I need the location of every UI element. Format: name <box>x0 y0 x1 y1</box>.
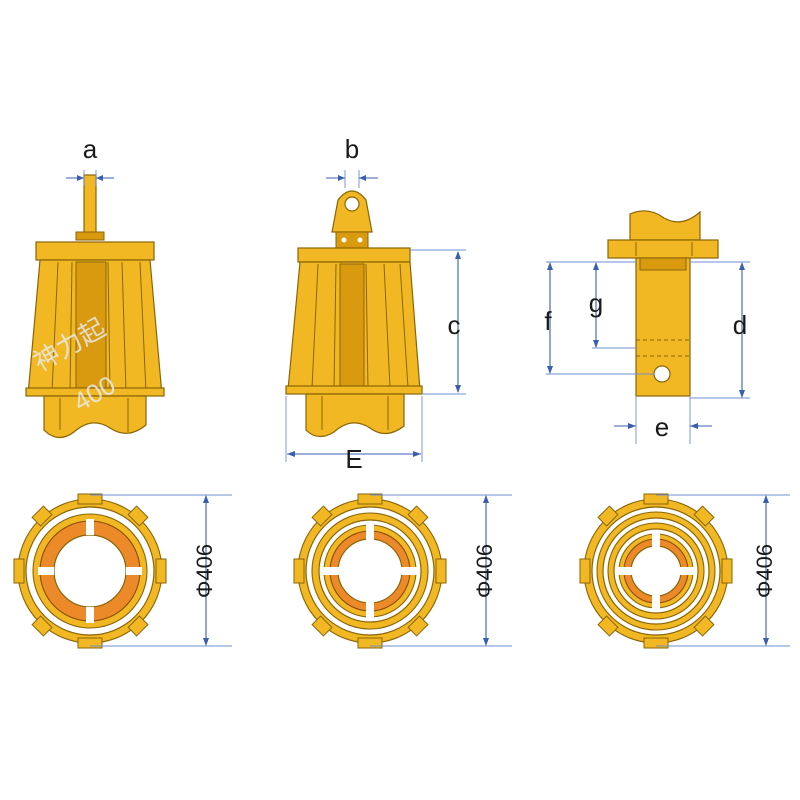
label-d: d <box>733 310 747 340</box>
top-view-2: Φ406 <box>293 493 512 649</box>
top-view-1: Φ406 <box>13 493 232 649</box>
top-cap <box>297 247 411 263</box>
pin-hole <box>653 365 671 383</box>
label-f: f <box>544 306 552 336</box>
bottom-band <box>285 385 423 395</box>
ribs <box>311 263 409 389</box>
lug-hole <box>344 196 360 212</box>
lug-base <box>335 231 369 249</box>
upper-shaft <box>629 210 701 241</box>
stem <box>305 393 405 438</box>
label-phi-2: Φ406 <box>472 544 497 598</box>
flange <box>607 239 719 259</box>
center-rib <box>339 263 365 387</box>
center-hole <box>630 545 682 597</box>
label-phi-1: Φ406 <box>192 544 217 598</box>
center-hole <box>53 534 127 608</box>
ribs <box>51 261 147 393</box>
label-g: g <box>589 288 603 318</box>
label-b: b <box>345 134 359 164</box>
pin-detail-view: d f g e <box>544 210 750 444</box>
top-view-3: Φ406 <box>579 493 790 649</box>
center-rib <box>75 261 107 393</box>
label-e: e <box>655 412 669 442</box>
top-cap <box>35 241 155 261</box>
label-a: a <box>83 134 98 164</box>
front-view-a: a <box>25 134 165 439</box>
label-c: c <box>448 310 461 340</box>
front-view-b: b c E <box>285 134 466 474</box>
label-E: E <box>345 444 362 474</box>
label-phi-3: Φ406 <box>752 544 777 598</box>
center-hole <box>337 538 403 604</box>
lifting-plate-base <box>75 231 105 241</box>
stem <box>43 395 147 439</box>
lifting-plate <box>83 174 97 234</box>
